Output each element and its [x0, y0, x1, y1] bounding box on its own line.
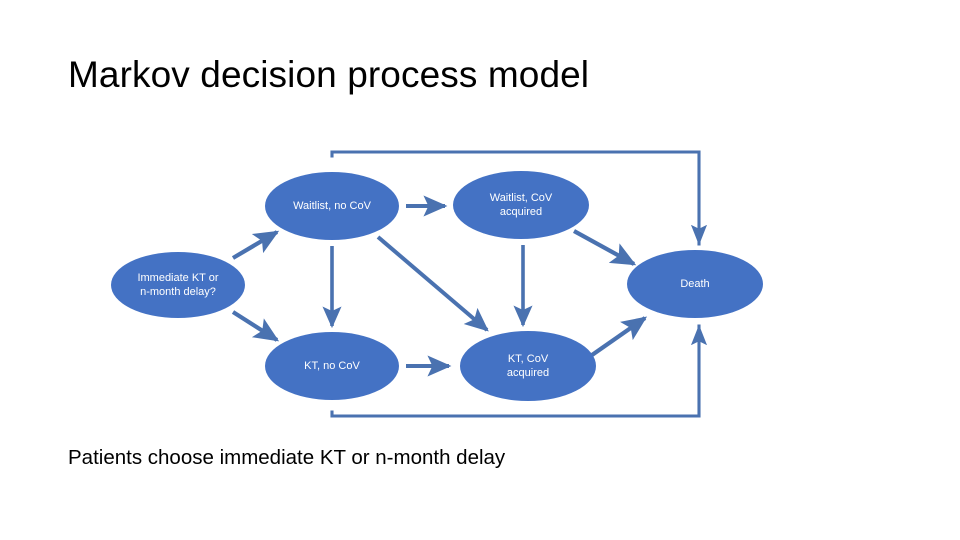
node-kt-no-cov[interactable] — [265, 332, 399, 400]
edge-kt-nocov-to-death-bottom — [330, 324, 708, 418]
node-waitlist-cov-acquired[interactable] — [453, 171, 589, 239]
edge-waitlist-cov-to-death — [572, 229, 637, 266]
page-title: Markov decision process model — [68, 54, 590, 95]
node-waitlist-no-cov[interactable] — [265, 172, 399, 240]
node-death[interactable] — [627, 250, 763, 318]
edge-waitlist-nocov-to-kt-cov — [376, 235, 489, 332]
node-decision[interactable] — [111, 252, 245, 318]
node-kt-cov-acquired[interactable] — [460, 331, 596, 401]
slide-caption: Patients choose immediate KT or n-month … — [68, 446, 506, 469]
edge-decision-to-waitlist-nocov — [231, 230, 280, 260]
edge-kt-cov-to-death — [590, 316, 648, 357]
edge-decision-to-kt-nocov — [231, 310, 280, 342]
edge-waitlist-nocov-to-death-top — [330, 150, 708, 246]
